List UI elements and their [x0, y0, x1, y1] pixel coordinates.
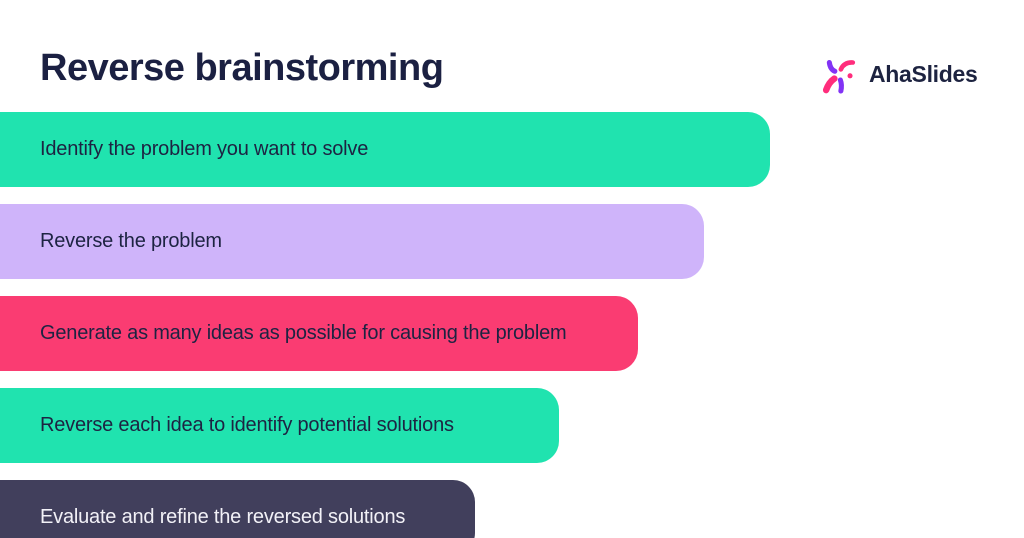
page-title: Reverse brainstorming — [40, 47, 444, 89]
step-bar-4: Reverse each idea to identify potential … — [0, 388, 559, 463]
ahaslides-wordmark: AhaSlides — [869, 60, 978, 87]
step-label: Reverse each idea to identify potential … — [40, 414, 454, 436]
step-bar-2: Reverse the problem — [0, 204, 704, 279]
step-bar-1: Identify the problem you want to solve — [0, 112, 770, 187]
step-label: Generate as many ideas as possible for c… — [40, 322, 567, 344]
step-label: Reverse the problem — [40, 230, 222, 252]
step-label: Evaluate and refine the reversed solutio… — [40, 506, 406, 528]
splash-icon — [822, 59, 856, 94]
step-label: Identify the problem you want to solve — [40, 138, 369, 160]
step-bar-5: Evaluate and refine the reversed solutio… — [0, 480, 475, 538]
ahaslides-logo: AhaSlides — [816, 50, 978, 98]
step-bar-3: Generate as many ideas as possible for c… — [0, 296, 638, 371]
